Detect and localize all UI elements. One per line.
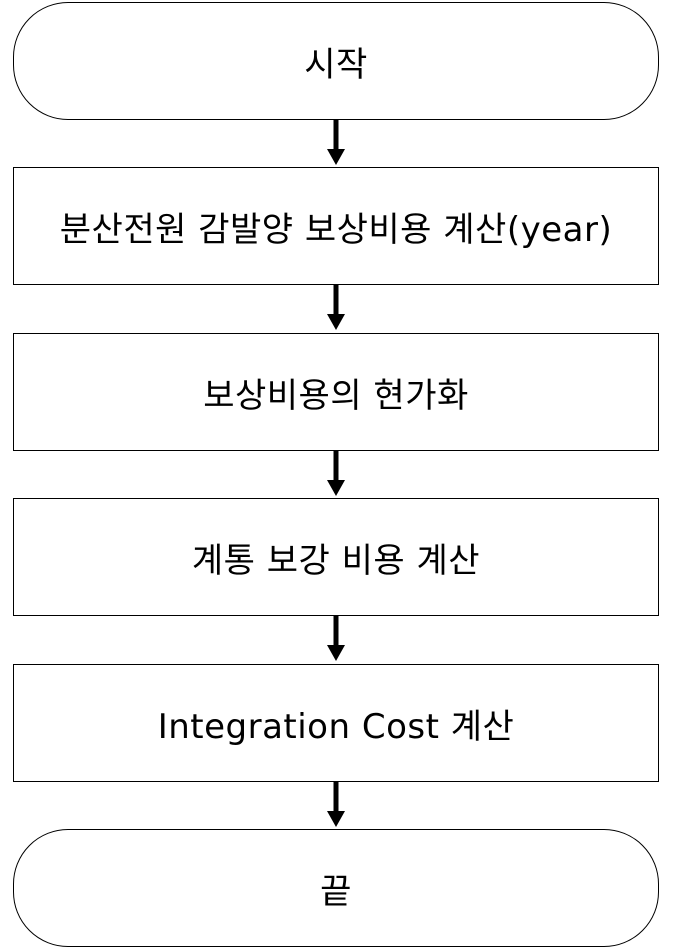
step-grid-reinforcement: 계통 보강 비용 계산 <box>13 498 659 616</box>
step-present-value-label: 보상비용의 현가화 <box>203 375 469 416</box>
step-grid-reinforcement-label: 계통 보강 비용 계산 <box>191 540 481 581</box>
end-label: 끝 <box>320 871 352 912</box>
step-integration-cost-label: Integration Cost 계산 <box>157 706 515 747</box>
arrow-down-icon <box>327 616 345 661</box>
start-label: 시작 <box>304 44 368 85</box>
step-integration-cost: Integration Cost 계산 <box>13 664 659 782</box>
step-compensation-cost-label: 분산전원 감발양 보상비용 계산(year) <box>59 209 613 250</box>
arrow-down-icon <box>327 782 345 827</box>
arrow-down-icon <box>327 451 345 496</box>
step-compensation-cost: 분산전원 감발양 보상비용 계산(year) <box>13 167 659 285</box>
step-present-value: 보상비용의 현가화 <box>13 333 659 451</box>
start-terminal: 시작 <box>13 2 659 120</box>
end-terminal: 끝 <box>13 829 659 947</box>
arrow-down-icon <box>327 285 345 330</box>
arrow-down-icon <box>327 120 345 165</box>
